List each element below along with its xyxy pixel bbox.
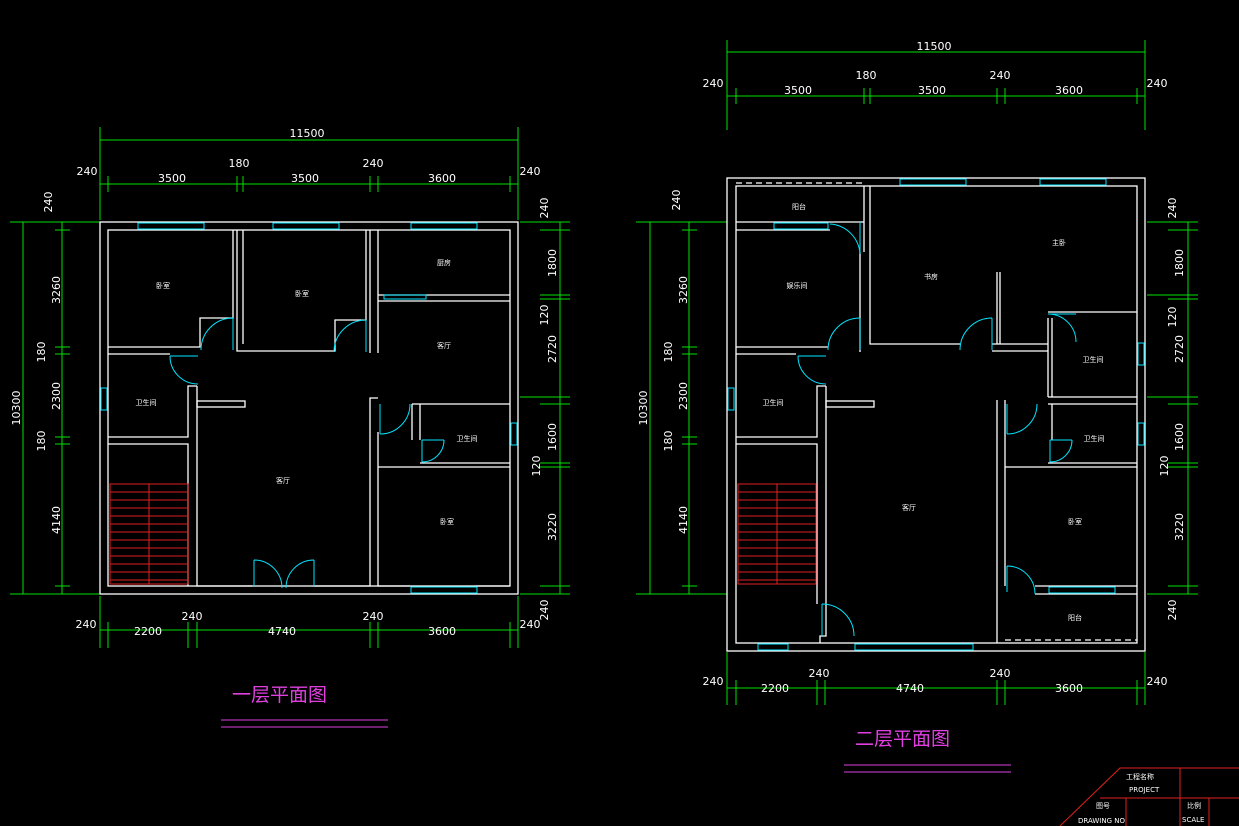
plan1-dimension-lines [10, 127, 570, 648]
plan2-right-dim-6: 120 [1158, 456, 1171, 477]
plan2-right-dim-3: 120 [1166, 307, 1179, 328]
plan1-room-bedroom-1: 卧室 [156, 281, 170, 290]
plan1-top-dim-6: 3600 [428, 172, 456, 185]
plan2-bottom-dim-7: 240 [1147, 675, 1168, 688]
plan2-bottom-dim-4: 4740 [896, 682, 924, 695]
plan2-top-dim-2: 3500 [784, 84, 812, 97]
plan1-bottom-dim-5: 240 [363, 610, 384, 623]
plan1-room-bath-1: 卫生间 [136, 398, 157, 407]
plan2-right-dim-4: 2720 [1173, 335, 1186, 363]
plan2-top-dim-5: 240 [990, 69, 1011, 82]
plan1-left-dim-5: 180 [35, 431, 48, 452]
title-block-project-cn: 工程名称 [1126, 772, 1154, 781]
plan2-room-bedroom: 卧室 [1068, 517, 1082, 526]
plan1-room-living-2: 客厅 [276, 476, 290, 485]
plan2-room-balcony-2: 阳台 [1068, 613, 1082, 622]
plan2-right-dim-1: 240 [1166, 198, 1179, 219]
plan1-room-bedroom-2: 卧室 [295, 289, 309, 298]
plan2-bottom-dim-2: 2200 [761, 682, 789, 695]
plan1-left-dim-4: 2300 [50, 382, 63, 410]
plan2-room-living: 客厅 [902, 503, 916, 512]
plan1-bottom-dim-1: 240 [76, 618, 97, 631]
plan1-room-living-1: 客厅 [437, 341, 451, 350]
plan1-top-dim-2: 3500 [158, 172, 186, 185]
title-block-scale-cn: 比例 [1187, 801, 1201, 810]
plan1-left-dim-6: 4140 [50, 506, 63, 534]
plan1-room-bedroom-3: 卧室 [440, 517, 454, 526]
plan1-top-dim-4: 3500 [291, 172, 319, 185]
title-block-drawing: DRAWING NO [1078, 817, 1125, 825]
plan2-left-total: 10300 [637, 391, 650, 426]
plan1-right-dim-2: 1800 [546, 249, 559, 277]
plan1-top-total: 11500 [290, 127, 325, 140]
plan2-top-dim-1: 240 [703, 77, 724, 90]
plan2-bottom-dim-6: 3600 [1055, 682, 1083, 695]
plan2-left-dim-3: 180 [662, 342, 675, 363]
title-block-drawing-cn: 图号 [1096, 802, 1110, 810]
plan1-right-dim-4: 2720 [546, 335, 559, 363]
plan2-room-master-bedroom: 主卧 [1052, 238, 1066, 247]
plan2-right-dim-8: 240 [1166, 600, 1179, 621]
plan2-left-dim-4: 2300 [677, 382, 690, 410]
plan2-room-study: 书房 [924, 272, 938, 281]
plan1-walls [99, 221, 519, 595]
plan2-left-dim-1: 240 [670, 190, 683, 211]
plan2-top-dim-7: 240 [1147, 77, 1168, 90]
plan1-left-dim-2: 3260 [50, 276, 63, 304]
plan2-bottom-dim-3: 240 [809, 667, 830, 680]
plan2-left-dim-6: 4140 [677, 506, 690, 534]
plan1-right-dim-3: 120 [538, 305, 551, 326]
plan2-left-dim-5: 180 [662, 431, 675, 452]
plan2-walls [726, 177, 1146, 652]
plan1-right-dim-6: 120 [530, 456, 543, 477]
plan2-bottom-dim-5: 240 [990, 667, 1011, 680]
plan1-right-dim-7: 3220 [546, 513, 559, 541]
plan1-top-dim-5: 240 [363, 157, 384, 170]
title-block-scale: SCALE [1182, 816, 1204, 824]
plan2-stairs [737, 483, 817, 585]
plan1-top-dim-7: 240 [520, 165, 541, 178]
plan1-left-total: 10300 [10, 391, 23, 426]
plan1-left-dim-1: 240 [42, 192, 55, 213]
plan1-bottom-dim-4: 4740 [268, 625, 296, 638]
plan1-right-dim-8: 240 [538, 600, 551, 621]
plan1-bottom-dim-6: 3600 [428, 625, 456, 638]
plan2-room-recreation: 娱乐间 [787, 281, 808, 290]
plan2-right-dim-7: 3220 [1173, 513, 1186, 541]
plan2-dimension-lines [636, 40, 1198, 705]
plan1-windows-doors [100, 222, 518, 594]
plan2-left-dim-2: 3260 [677, 276, 690, 304]
plan2-top-dim-3: 180 [856, 69, 877, 82]
plan2-top-total: 11500 [917, 40, 952, 53]
plan1-left-dim-3: 180 [35, 342, 48, 363]
plan1-right-dim-1: 240 [538, 198, 551, 219]
plan1-bottom-dim-2: 2200 [134, 625, 162, 638]
plan2-room-bath-1: 卫生间 [1083, 355, 1104, 364]
plan2-room-bath-3: 卫生间 [1084, 434, 1105, 443]
plan1-top-dim-3: 180 [229, 157, 250, 170]
plan1-title: 一层平面图 [232, 684, 327, 706]
plan1-stairs [109, 483, 189, 585]
plan1-room-bath-2: 卫生间 [457, 434, 478, 443]
plan2-room-bath-2: 卫生间 [763, 398, 784, 407]
plan2-top-dim-6: 3600 [1055, 84, 1083, 97]
plan2-windows-doors [727, 178, 1145, 651]
plan2-title: 二层平面图 [855, 728, 950, 750]
plan2-top-dim-4: 3500 [918, 84, 946, 97]
plan2-right-dim-2: 1800 [1173, 249, 1186, 277]
plan2-bottom-dim-1: 240 [703, 675, 724, 688]
title-block: 工程名称 PROJECT 图号 DRAWING NO 比例 SCALE [1059, 767, 1239, 826]
title-block-project: PROJECT [1129, 786, 1160, 794]
plan1-right-dim-5: 1600 [546, 423, 559, 451]
first-floor-plan: 11500 240 3500 180 3500 240 3600 240 103… [10, 127, 570, 728]
plan2-right-dim-5: 1600 [1173, 423, 1186, 451]
plan1-top-dim-1: 240 [77, 165, 98, 178]
plan2-room-balcony-1: 阳台 [792, 202, 806, 211]
second-floor-plan: 11500 240 3500 180 3500 240 3600 240 103… [636, 40, 1198, 773]
plan1-bottom-dim-3: 240 [182, 610, 203, 623]
plan1-room-kitchen: 厨房 [437, 258, 451, 267]
plan1-bottom-dim-7: 240 [520, 618, 541, 631]
